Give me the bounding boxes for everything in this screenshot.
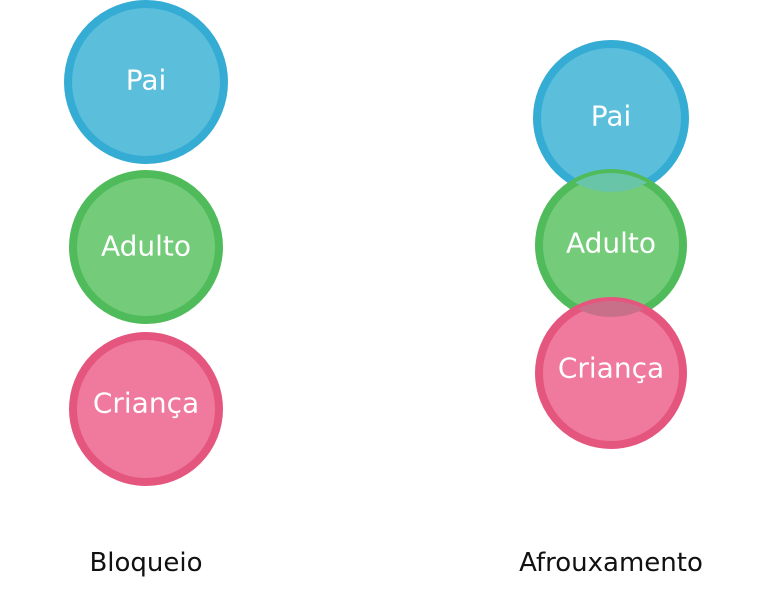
- right-caption: Afrouxamento: [519, 548, 703, 578]
- left-caption: Bloqueio: [89, 548, 202, 578]
- left-child-circle: [69, 332, 223, 486]
- left-adult-circle: [69, 170, 223, 324]
- right-parent-label: Pai: [591, 100, 632, 133]
- right-child-label: Criança: [558, 352, 664, 385]
- left-parent-label: Pai: [126, 64, 167, 97]
- left-adult-label: Adulto: [101, 230, 191, 263]
- left-parent-circle: [64, 0, 228, 164]
- right-adult-label: Adulto: [566, 227, 656, 260]
- right-diagram: Pai Adulto Criança Afrouxamento: [519, 40, 703, 578]
- left-diagram: Pai Adulto Criança Bloqueio: [64, 0, 228, 578]
- left-child-label: Criança: [93, 387, 199, 420]
